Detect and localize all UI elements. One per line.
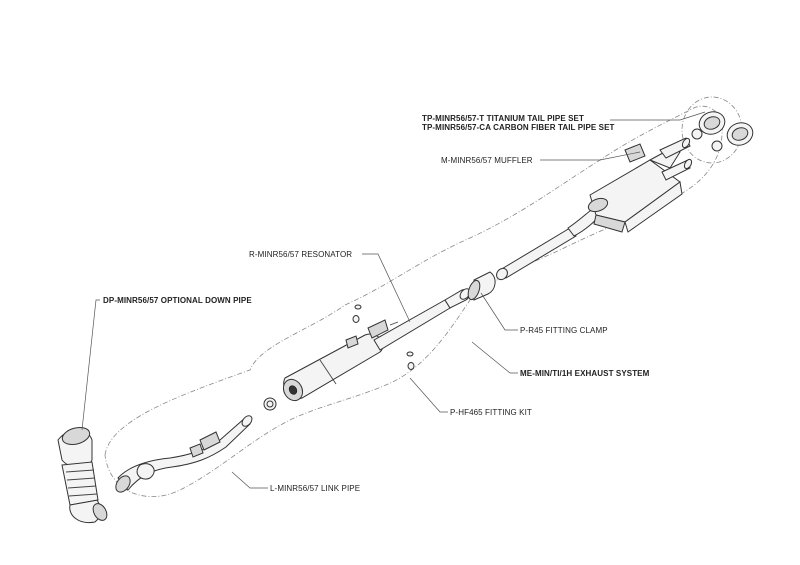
fitting-kit-label: P-HF465 FITTING KIT bbox=[450, 408, 532, 417]
tail-pipes bbox=[691, 111, 754, 152]
fitting-clamp bbox=[467, 271, 496, 301]
resonator bbox=[282, 288, 471, 402]
down-pipe-label: DP-MINR56/57 OPTIONAL DOWN PIPE bbox=[103, 296, 252, 305]
tail-pipe-titanium-label: TP-MINR56/57-T TITANIUM TAIL PIPE SET bbox=[422, 114, 584, 123]
link-pipe-label: L-MINR56/57 LINK PIPE bbox=[270, 484, 361, 493]
exhaust-system-outline bbox=[104, 105, 723, 497]
muffler-label: M-MINR56/57 MUFFLER bbox=[441, 156, 533, 165]
leader-lines bbox=[81, 111, 706, 489]
resonator-label: R-MINR56/57 RESONATOR bbox=[249, 250, 353, 259]
tail-pipe-carbon-label: TP-MINR56/57-CA CARBON FIBER TAIL PIPE S… bbox=[422, 123, 615, 132]
fitting-clamp-label: P-R45 FITTING CLAMP bbox=[520, 326, 608, 335]
link-pipe bbox=[115, 415, 253, 493]
down-pipe bbox=[57, 426, 108, 524]
exhaust-system-label: ME-MIN/TI/1H EXHAUST SYSTEM bbox=[520, 369, 650, 378]
fitting-kit-parts bbox=[263, 304, 415, 411]
